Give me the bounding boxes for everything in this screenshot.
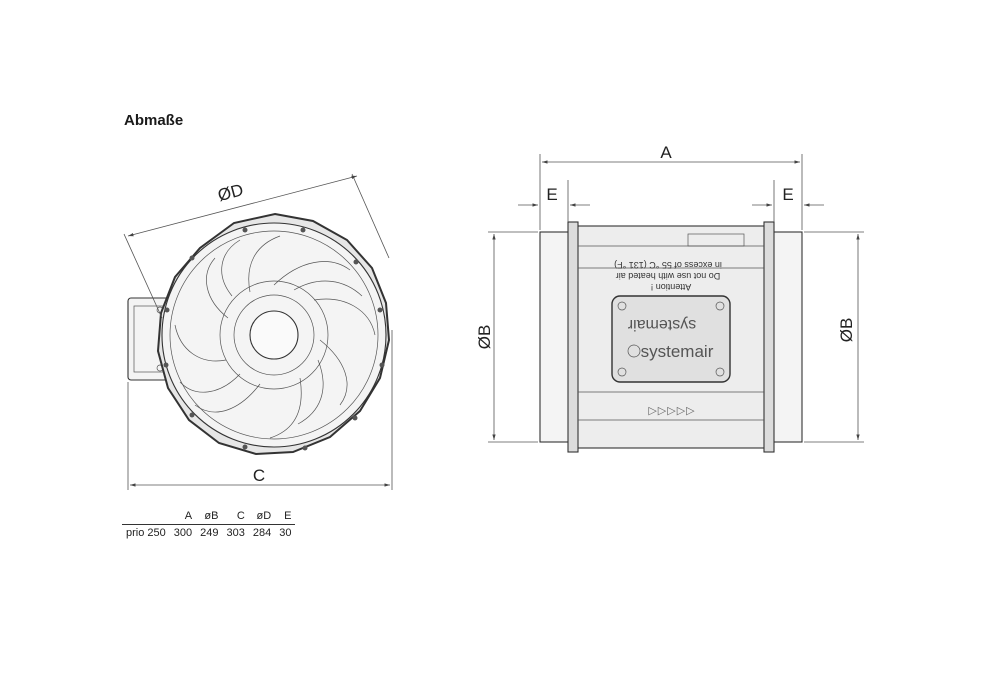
table-cell: 249 (196, 524, 223, 539)
dim-label-a: A (660, 143, 672, 162)
hub-ring (219, 280, 329, 390)
flow-direction-arrows: ▷▷▷▷▷ (648, 405, 695, 417)
brand-logo: systemair (641, 342, 714, 361)
left-spigot (539, 231, 573, 443)
dim-label-c: C (253, 466, 265, 485)
table-row: prio 250 300 249 303 284 30 (122, 524, 296, 539)
warning-text-3: in excess of 55 °C (131 °F) (614, 260, 722, 270)
table-header-row: A øB C øD E (122, 509, 295, 525)
table-cell: 303 (222, 524, 249, 539)
impeller-blades (174, 235, 376, 439)
dimensions-table: A øB C øD E prio 250 300 249 303 284 30 (122, 509, 296, 539)
page-title: Abmaße (124, 112, 184, 129)
hub (249, 310, 299, 360)
dim-label-e-left: E (546, 185, 557, 204)
table-header: øB (204, 510, 219, 522)
side-view: Attention ! Do not use with heated air i… (475, 143, 864, 453)
table-header (122, 509, 170, 525)
table-header: øD (256, 510, 272, 522)
brand-icon (627, 344, 641, 358)
table-header: C (236, 510, 245, 522)
front-view: ØD C (123, 173, 393, 490)
dim-label-od: ØD (216, 180, 246, 205)
right-spigot (769, 231, 803, 443)
terminal-box-front (611, 295, 731, 383)
table-cell: 284 (248, 524, 276, 539)
dim-label-ob-right: ØB (837, 318, 856, 343)
table-header: E (284, 510, 292, 522)
table-cell: 30 (275, 524, 296, 539)
table-header: A (184, 510, 193, 522)
table-cell-model: prio 250 (122, 524, 170, 539)
warning-text-2: Do not use with heated air (616, 271, 721, 281)
dim-label-ob-left: ØB (475, 325, 494, 350)
brand-logo-mirrored: systemair (627, 316, 696, 333)
dim-label-e-right: E (782, 185, 793, 204)
warning-text-1: Attention ! (651, 282, 692, 292)
table-cell: 300 (169, 524, 197, 539)
